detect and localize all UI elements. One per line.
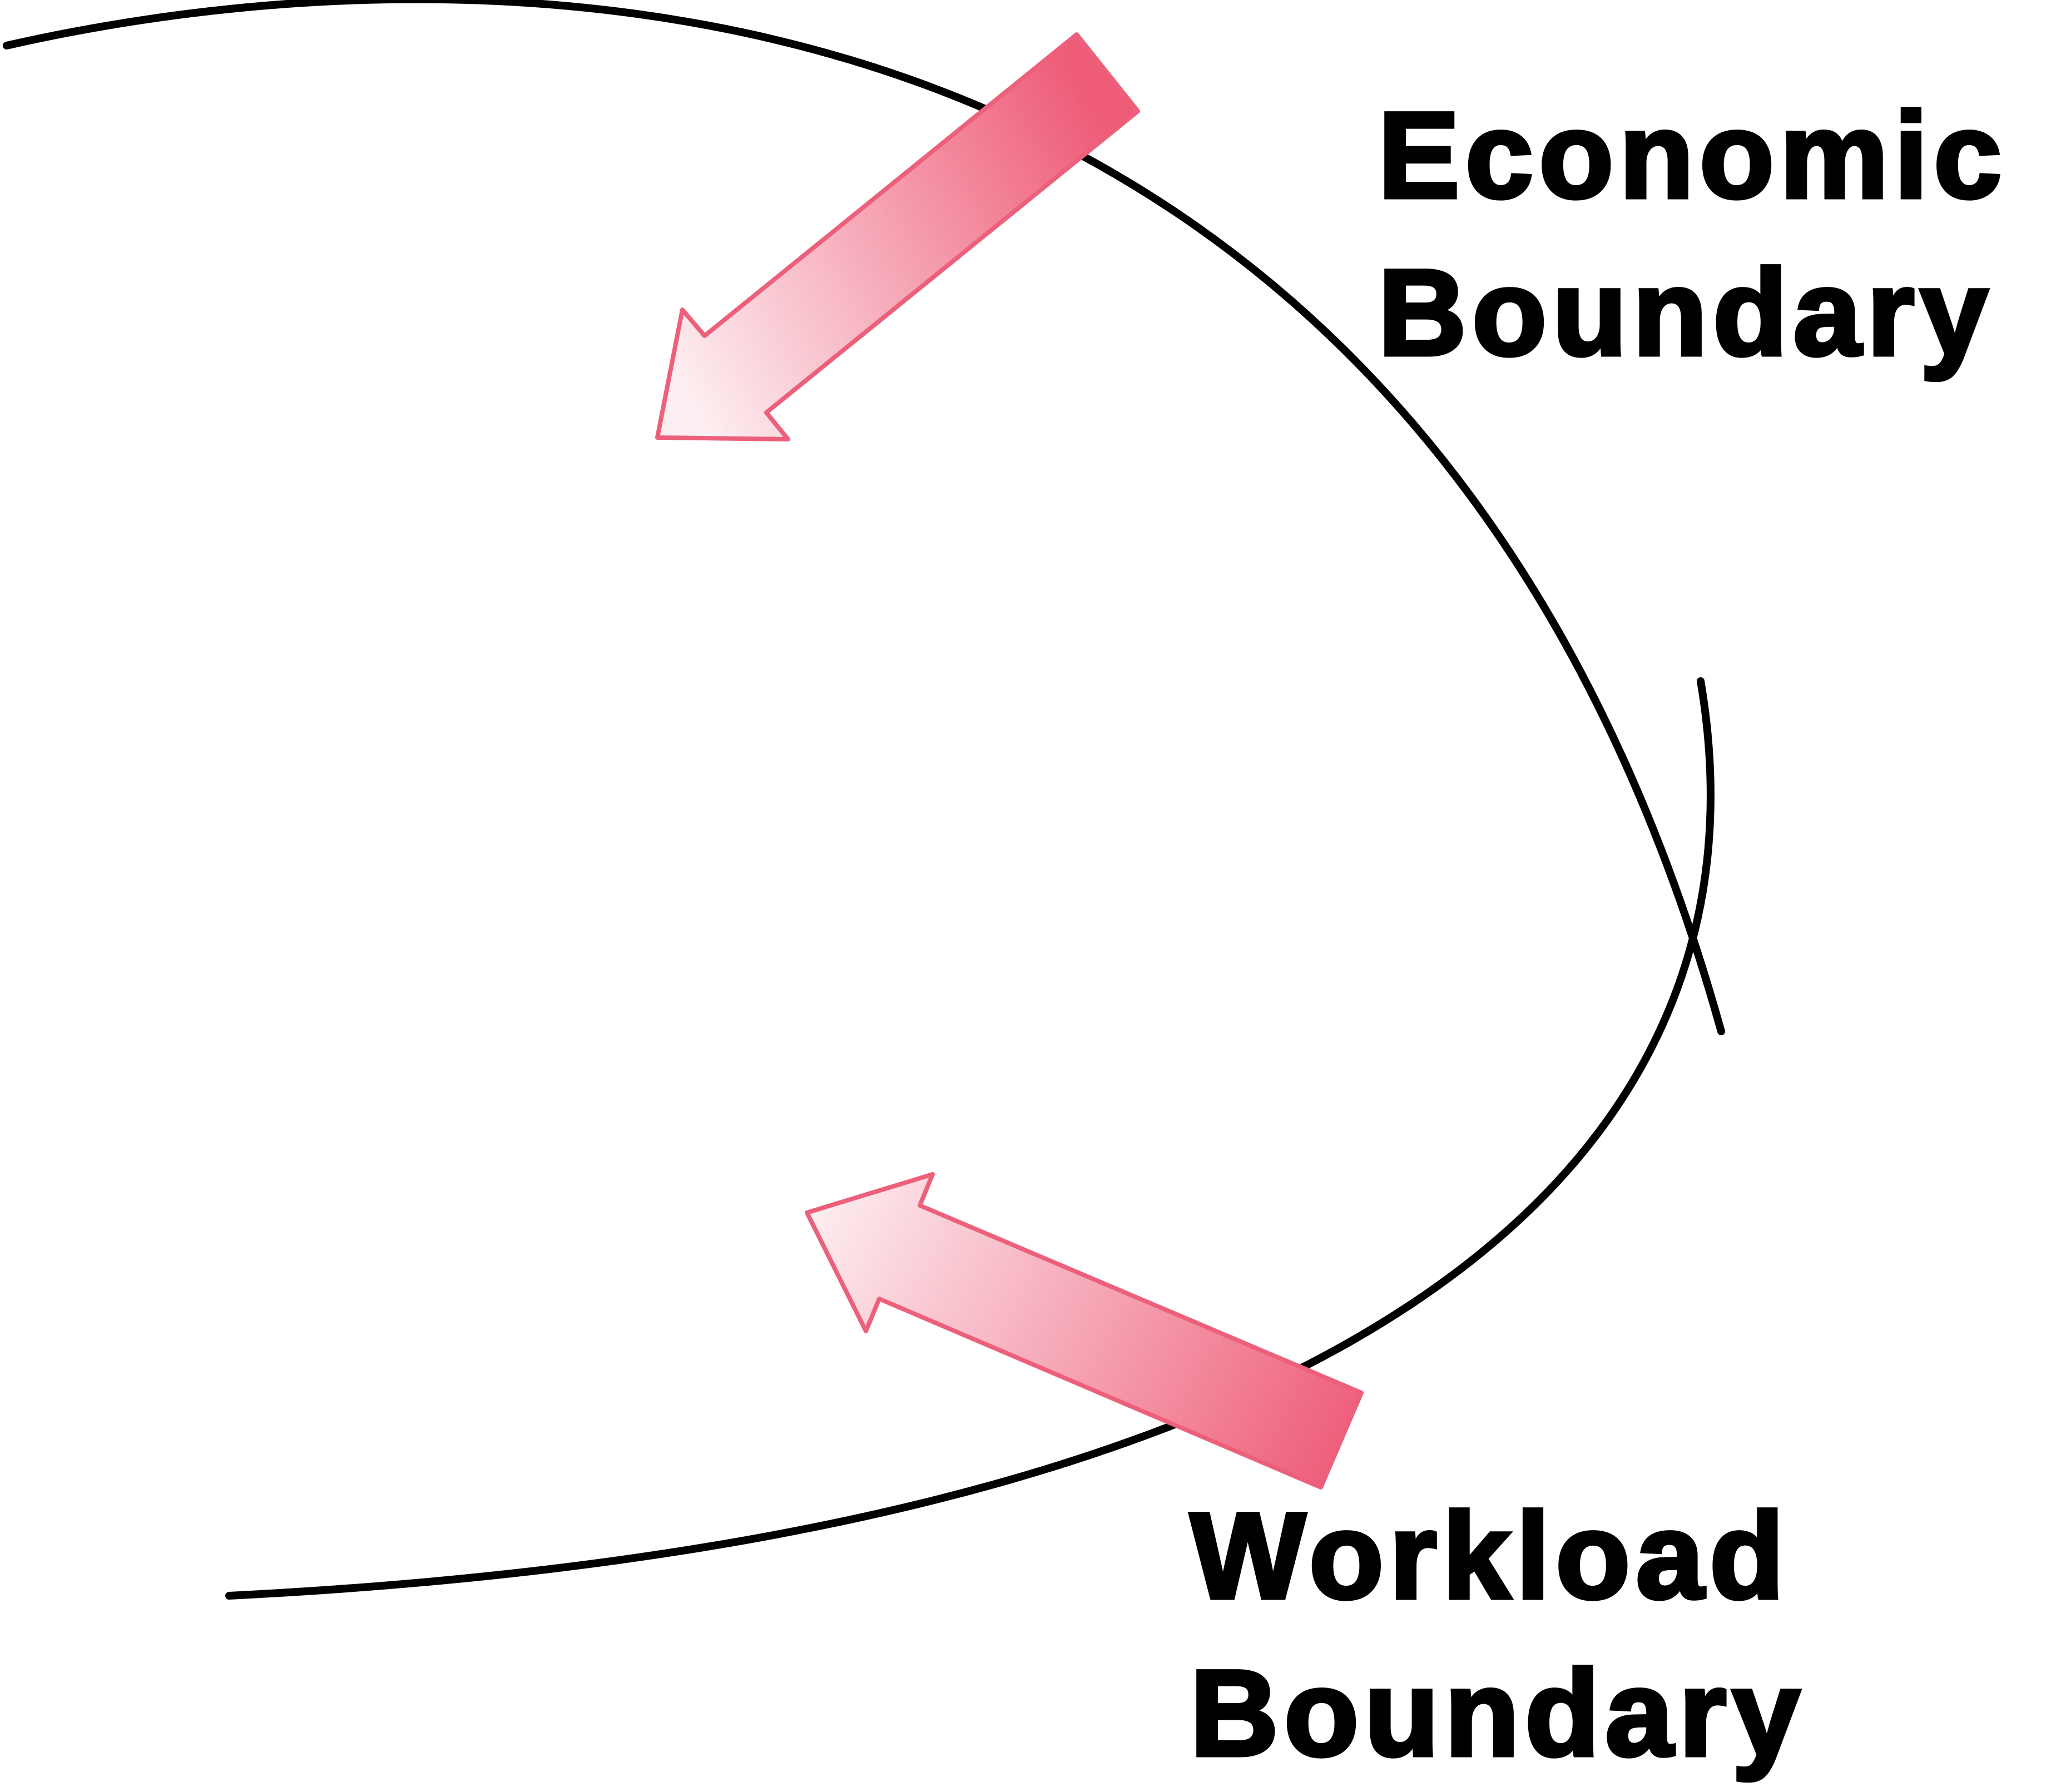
workload-arrow (805, 1172, 1364, 1490)
economic-arrow (655, 32, 1140, 441)
workload-boundary-label: Workload Boundary (1188, 1477, 1806, 1792)
boundary-diagram (3, 0, 1725, 1600)
economic-label-line2: Boundary (1376, 242, 1994, 383)
economic-boundary-curve (3, 0, 1725, 1035)
economic-boundary-label: Economic Boundary (1376, 77, 2008, 391)
workload-label-line1: Workload (1188, 1486, 1790, 1626)
workload-label-line2: Boundary (1188, 1643, 1806, 1784)
workload-boundary-curve (225, 677, 1715, 1600)
economic-label-line1: Economic (1376, 85, 2008, 226)
